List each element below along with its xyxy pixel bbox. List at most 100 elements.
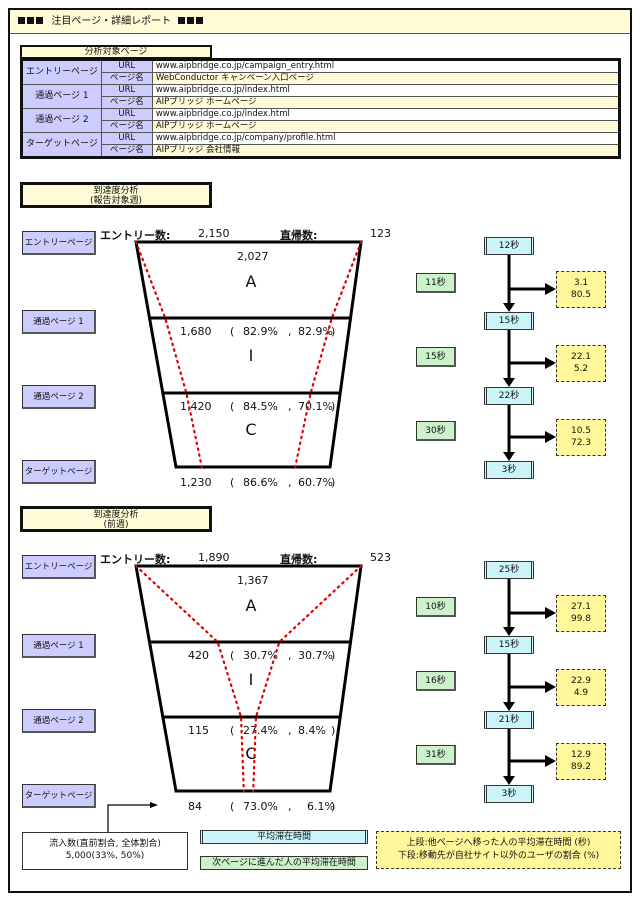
legend-inflow-example: 5,000(33%, 50%) xyxy=(65,851,145,861)
exit-avg-time: 22.9 xyxy=(570,676,592,686)
section-subtitle: (前週) xyxy=(103,520,129,530)
url-label: URL xyxy=(100,132,153,145)
arrowhead-right xyxy=(545,283,556,295)
total-ratio: 6.1% xyxy=(307,800,335,813)
stage-letter-i: I xyxy=(248,346,254,365)
target-page-name: 通過ページ 1 xyxy=(21,84,102,109)
conversion-dotted-line-left xyxy=(134,240,203,469)
paren-open: ( xyxy=(230,724,235,737)
entry-count-label: エントリー数: xyxy=(100,553,171,566)
conversion-dotted-line-left xyxy=(134,564,245,793)
exit-external-ratio: 80.5 xyxy=(570,290,592,300)
page-box: エントリーページ xyxy=(22,231,96,255)
next-page-time-box: 30秒 xyxy=(416,421,456,441)
title-decor-right xyxy=(177,16,205,27)
section-title: 到達度分析 xyxy=(93,186,139,196)
arrowhead-down xyxy=(503,378,515,387)
target-title: AIPブリッジ 会社情報 xyxy=(151,144,621,158)
funnel-outline xyxy=(134,564,363,793)
comma: , xyxy=(288,800,292,813)
arrowhead-right xyxy=(545,755,556,767)
target-title: AIPブリッジ ホームページ xyxy=(151,96,621,109)
arrowhead-right xyxy=(545,681,556,693)
comma: , xyxy=(288,400,292,413)
total-ratio: 82.9% xyxy=(298,325,333,338)
page-box: 通過ページ 1 xyxy=(22,310,96,334)
total-ratio: 70.1% xyxy=(298,400,333,413)
prev-ratio: 84.5% xyxy=(243,400,278,413)
avg-time-box: 21秒 xyxy=(484,711,534,729)
section-subtitle: (報告対象週) xyxy=(89,196,143,206)
stage-count: 115 xyxy=(188,724,209,737)
exit-external-ratio: 5.2 xyxy=(573,364,589,374)
paren-open: ( xyxy=(230,649,235,662)
paren-close: ) xyxy=(331,476,336,489)
exit-avg-time: 27.1 xyxy=(570,602,592,612)
exit-box: 22.9 4.9 xyxy=(556,669,606,706)
stage-count: 1,230 xyxy=(180,476,212,489)
stage-a-count: 2,027 xyxy=(237,250,269,263)
paren-open: ( xyxy=(230,325,235,338)
exit-avg-time: 12.9 xyxy=(570,750,592,760)
section-head-previous: 到達度分析 (前週) xyxy=(20,506,212,532)
arrowhead-down xyxy=(503,776,515,785)
legend-inflow-title: 流入数(直前割合, 全体割合) xyxy=(49,839,161,849)
title-decor-left xyxy=(18,16,45,27)
legend-inflow: 流入数(直前割合, 全体割合) 5,000(33%, 50%) xyxy=(22,832,188,870)
comma: , xyxy=(288,649,292,662)
report-frame xyxy=(8,8,632,893)
legend-note-line1: 上段:他ページへ移った人の平均滞在時間 (秒) xyxy=(406,838,591,848)
avg-time-box: 15秒 xyxy=(484,312,534,330)
arrowhead-down xyxy=(503,627,515,636)
legend-connector-arrowhead xyxy=(150,802,158,808)
next-page-time-box: 31秒 xyxy=(416,745,456,765)
page-box: ターゲットページ xyxy=(22,784,96,808)
page-box: 通過ページ 2 xyxy=(22,385,96,409)
bounce-count-label: 直帰数: xyxy=(280,553,318,566)
exit-avg-time: 3.1 xyxy=(573,278,589,288)
entry-count: 1,890 xyxy=(198,551,230,564)
arrowhead-right xyxy=(545,607,556,619)
next-page-time-box: 11秒 xyxy=(416,273,456,293)
bounce-count: 123 xyxy=(370,227,391,240)
report-title-bar: 注目ページ・詳細レポート xyxy=(10,10,630,34)
exit-avg-time: 22.1 xyxy=(570,352,592,362)
report-title: 注目ページ・詳細レポート xyxy=(51,16,172,27)
target-url: www.aipbridge.co.jp/company/profile.html xyxy=(151,132,621,145)
conversion-dotted-line-right xyxy=(252,564,363,793)
exit-external-ratio: 72.3 xyxy=(570,438,592,448)
target-url: www.aipbridge.co.jp/index.html xyxy=(151,108,621,121)
prev-ratio: 30.7% xyxy=(243,649,278,662)
exit-external-ratio: 4.9 xyxy=(573,688,589,698)
target-page-name: 通過ページ 2 xyxy=(21,108,102,133)
page-name-label: ページ名 xyxy=(100,120,153,133)
paren-open: ( xyxy=(230,476,235,489)
total-ratio: 60.7% xyxy=(298,476,333,489)
paren-close: ) xyxy=(331,649,336,662)
stage-a-count: 1,367 xyxy=(237,574,269,587)
next-page-time-box: 10秒 xyxy=(416,597,456,617)
total-ratio: 30.7% xyxy=(298,649,333,662)
arrowhead-right xyxy=(545,431,556,443)
bounce-count: 523 xyxy=(370,551,391,564)
next-page-time-box: 15秒 xyxy=(416,347,456,367)
avg-time-box: 12秒 xyxy=(484,237,534,255)
avg-time-box: 3秒 xyxy=(484,461,534,479)
legend-exit-note: 上段:他ページへ移った人の平均滞在時間 (秒) 下段:移動先が自社サイト以外のユ… xyxy=(376,831,621,869)
legend-avg-time: 平均滞在時間 xyxy=(200,830,368,844)
exit-avg-time: 10.5 xyxy=(570,426,592,436)
arrowhead-down xyxy=(503,452,515,461)
total-ratio: 8.4% xyxy=(298,724,326,737)
page-name-label: ページ名 xyxy=(100,144,153,158)
page-box: ターゲットページ xyxy=(22,460,96,484)
target-url: www.aipbridge.co.jp/campaign_entry.html xyxy=(151,59,621,73)
exit-box: 10.5 72.3 xyxy=(556,419,606,456)
exit-box: 22.1 5.2 xyxy=(556,345,606,382)
